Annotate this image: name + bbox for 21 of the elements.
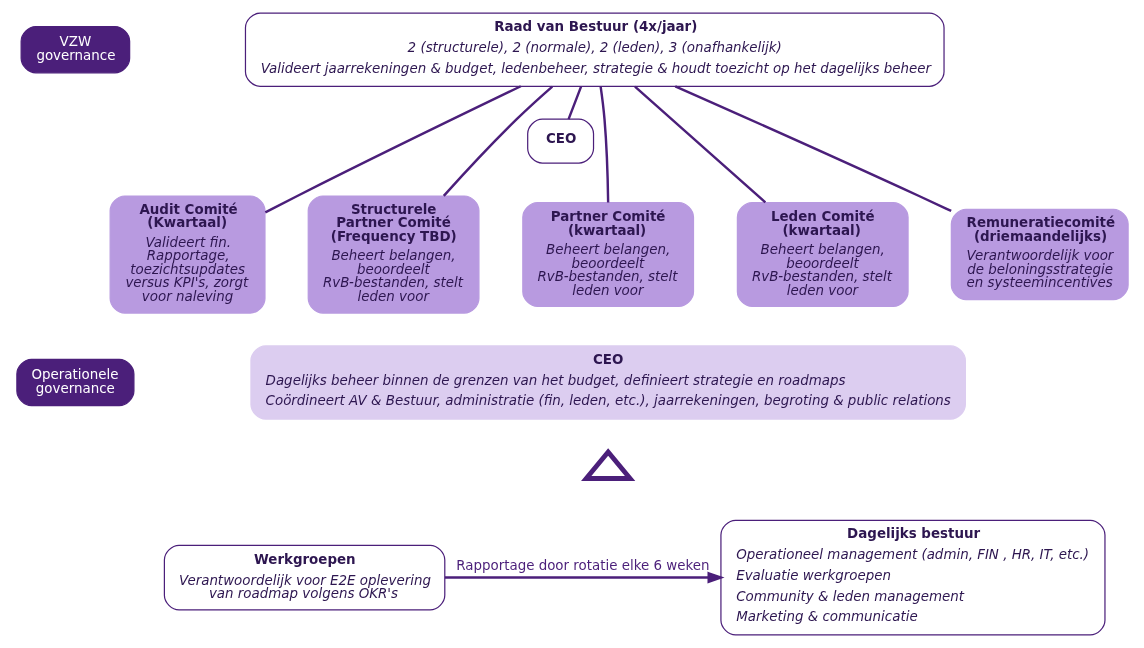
connector <box>674 85 952 213</box>
connector <box>598 86 609 203</box>
node-box: Partner Comité (kwartaal) Beheert belangen, beoordeelt RvB-bestanden, stelt leden voor <box>521 202 694 307</box>
node-box: Operationele governance <box>15 358 134 407</box>
edge-label: Rapportage door rotatie elke 6 weken <box>455 558 710 574</box>
node-box: Raad van Bestuur (4x/jaar) 2 (structurele), 2 (normale), 2 (leden), 3 (onafhankelijk) Valideert jaarrekeningen & budget, ledenbeheer, strategie & houdt toezicht op het dagelijks beheer <box>244 12 945 87</box>
node-box: Audit Comité (Kwartaal) Valideert fin. Rapportage, toezichtsupdates versus KPI's, zorgt voor naleving <box>109 195 266 314</box>
node-box: CEO <box>526 118 594 164</box>
node-box: CEO Dagelijks beheer binnen de grenzen van het budget, definieert strategie en roadmaps Coördineert AV & Bestuur, administratie (fin, leden, etc.), jaarrekeningen, begroting & public relations <box>249 345 966 420</box>
node-box: VZW governance <box>20 25 130 74</box>
node-box: Structurele Partner Comité (Frequency TBD) Beheert belangen, beoordeelt RvB-bestanden, stelt leden voor <box>307 195 480 314</box>
node-triangle <box>580 448 635 481</box>
node-box: Werkgroepen Verantwoordelijk voor E2E oplevering van roadmap volgens OKR's <box>163 544 445 611</box>
arrow <box>444 571 725 584</box>
connector <box>566 86 582 120</box>
node-box: Remuneratiecomité (driemaandelijks) Verantwoordelijk voor de beloningsstrategie en systeemincentives <box>950 208 1129 301</box>
connector <box>633 85 766 204</box>
connector <box>264 85 521 214</box>
node-box: Leden Comité (kwartaal) Beheert belangen, beoordeelt RvB-bestanden, stelt leden voor <box>736 202 909 307</box>
connector <box>442 85 553 197</box>
node-box: Dagelijks bestuur Operationeel management (admin, FIN , HR, IT, etc.) Evaluatie werkgroepen Community & leden management Marketing & communicatie <box>719 519 1106 636</box>
